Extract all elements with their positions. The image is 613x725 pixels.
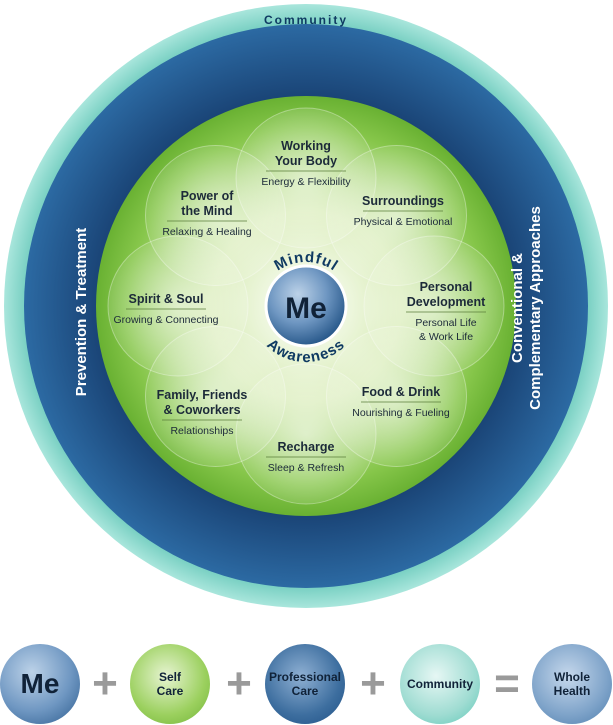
- prevention-treatment-label: Prevention & Treatment: [73, 228, 90, 396]
- community-bubble-label: Community: [407, 677, 473, 691]
- petal-working-your-body-title2: Your Body: [275, 154, 337, 168]
- self-care-line1: Self: [158, 670, 181, 684]
- petal-personal-development-title1: Personal: [420, 280, 473, 294]
- petal-family-friends-coworkers-title1: Family, Friends: [157, 388, 248, 402]
- petal-personal-development-sub2: & Work Life: [419, 331, 473, 343]
- petal-surroundings-sub1: Physical & Emotional: [354, 216, 453, 228]
- conventional-complementary-label: Conventional & Complementary Approaches: [509, 206, 544, 410]
- petal-food-drink-sub1: Nourishing & Fueling: [352, 407, 450, 419]
- petal-power-of-the-mind-sub1: Relaxing & Healing: [162, 226, 251, 238]
- petal-power-of-the-mind-circle: [144, 144, 286, 286]
- petal-recharge-sub1: Sleep & Refresh: [268, 462, 345, 474]
- me-bubble: Me: [0, 644, 80, 724]
- equals-sign: =: [494, 659, 520, 708]
- petal-spirit-soul-sub1: Growing & Connecting: [113, 314, 218, 326]
- plus-sign-2: +: [226, 659, 252, 708]
- community-label: Community: [264, 13, 348, 27]
- petal-food-drink-title1: Food & Drink: [362, 385, 441, 399]
- professional-line2: Care: [291, 684, 319, 698]
- whole-line2: Health: [553, 684, 591, 698]
- petal-working-your-body-sub1: Energy & Flexibility: [261, 176, 351, 188]
- whole-line1: Whole: [554, 670, 590, 684]
- me-center-label: Me: [285, 292, 327, 325]
- petal-family-friends-coworkers-title2: & Coworkers: [163, 403, 240, 417]
- conventional-label-line1: Conventional &: [509, 253, 526, 363]
- petal-personal-development-sub1: Personal Life: [415, 317, 476, 329]
- me-center-circle: [264, 264, 348, 348]
- petal-power-of-the-mind-title2: the Mind: [181, 204, 232, 218]
- conventional-label-line2: Complementary Approaches: [527, 206, 544, 410]
- petal-family-friends-coworkers-sub1: Relationships: [170, 425, 233, 437]
- self-care-line2: Care: [156, 684, 184, 698]
- petal-working-your-body-title1: Working: [281, 139, 331, 153]
- petal-surroundings-title1: Surroundings: [362, 194, 444, 208]
- professional-line1: Professional: [268, 670, 342, 684]
- petal-personal-development-title2: Development: [407, 295, 486, 309]
- plus-sign-1: +: [92, 659, 118, 708]
- petal-power-of-the-mind-title1: Power of: [181, 189, 235, 203]
- petal-spirit-soul-title1: Spirit & Soul: [129, 292, 204, 306]
- community-bubble: Community: [400, 644, 480, 724]
- petal-recharge-title1: Recharge: [278, 440, 335, 454]
- plus-sign-3: +: [360, 659, 386, 708]
- me-bubble-label: Me: [20, 668, 60, 699]
